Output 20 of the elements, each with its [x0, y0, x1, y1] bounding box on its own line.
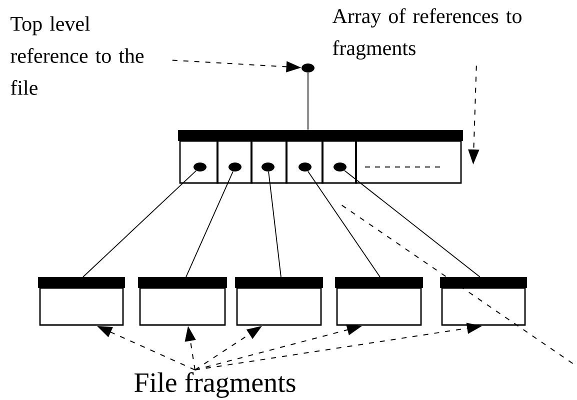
connector-line	[82, 170, 196, 278]
text-label: File fragments	[134, 372, 296, 398]
fragment-box	[235, 277, 323, 326]
pointer-dot	[262, 162, 274, 172]
fragment-box	[335, 277, 423, 326]
dashed-line	[341, 204, 576, 366]
fragment-box	[38, 277, 125, 326]
pointer-dot	[302, 64, 314, 72]
array-box	[178, 130, 463, 184]
connector-line	[344, 170, 480, 278]
pointer-dot	[298, 162, 312, 172]
connector-line	[307, 170, 380, 278]
text-label: Array of references to fragments	[332, 8, 522, 60]
pointer-dot	[228, 162, 242, 172]
text-label: Top level reference to the file	[10, 16, 144, 95]
pointer-dot	[334, 162, 346, 172]
fragment-box	[440, 277, 527, 326]
pointer-dot	[194, 162, 206, 172]
fragment-box	[138, 277, 227, 326]
connector-line	[268, 171, 282, 278]
